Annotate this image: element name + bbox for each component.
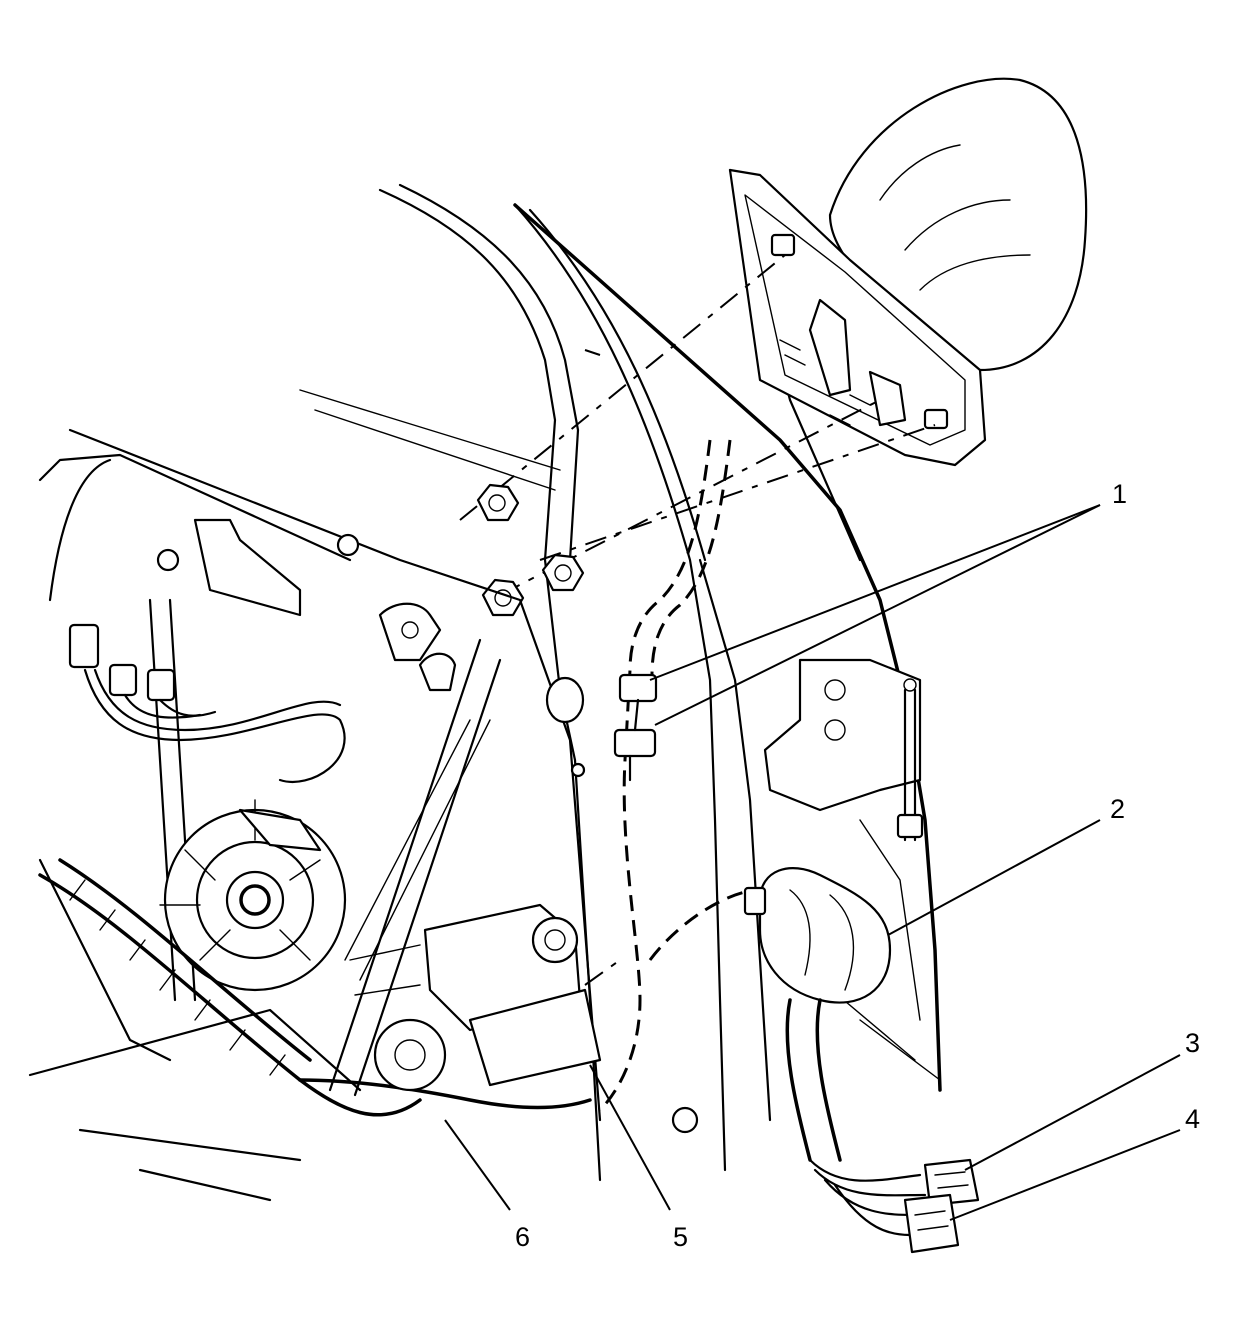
side-mirror (728, 77, 1088, 467)
callout-4: 4 (1185, 1104, 1200, 1134)
callout-3: 3 (1185, 1028, 1200, 1058)
mirror-nuts (476, 483, 585, 617)
inner-door-panel (28, 389, 699, 1202)
callout-1: 1 (1112, 479, 1127, 509)
callout-5: 5 (673, 1222, 688, 1252)
door-lock-actuator (349, 903, 621, 1092)
callout-2: 2 (1110, 794, 1125, 824)
left-harness (38, 623, 592, 1117)
door-harness (598, 439, 761, 1112)
window-motor (159, 799, 347, 992)
door-hinge (763, 658, 924, 842)
leader-lines (444, 504, 1181, 1221)
callout-labels: 1 2 3 4 5 6 (515, 479, 1200, 1252)
callout-6: 6 (515, 1222, 530, 1252)
harness-grommet (743, 867, 980, 1254)
